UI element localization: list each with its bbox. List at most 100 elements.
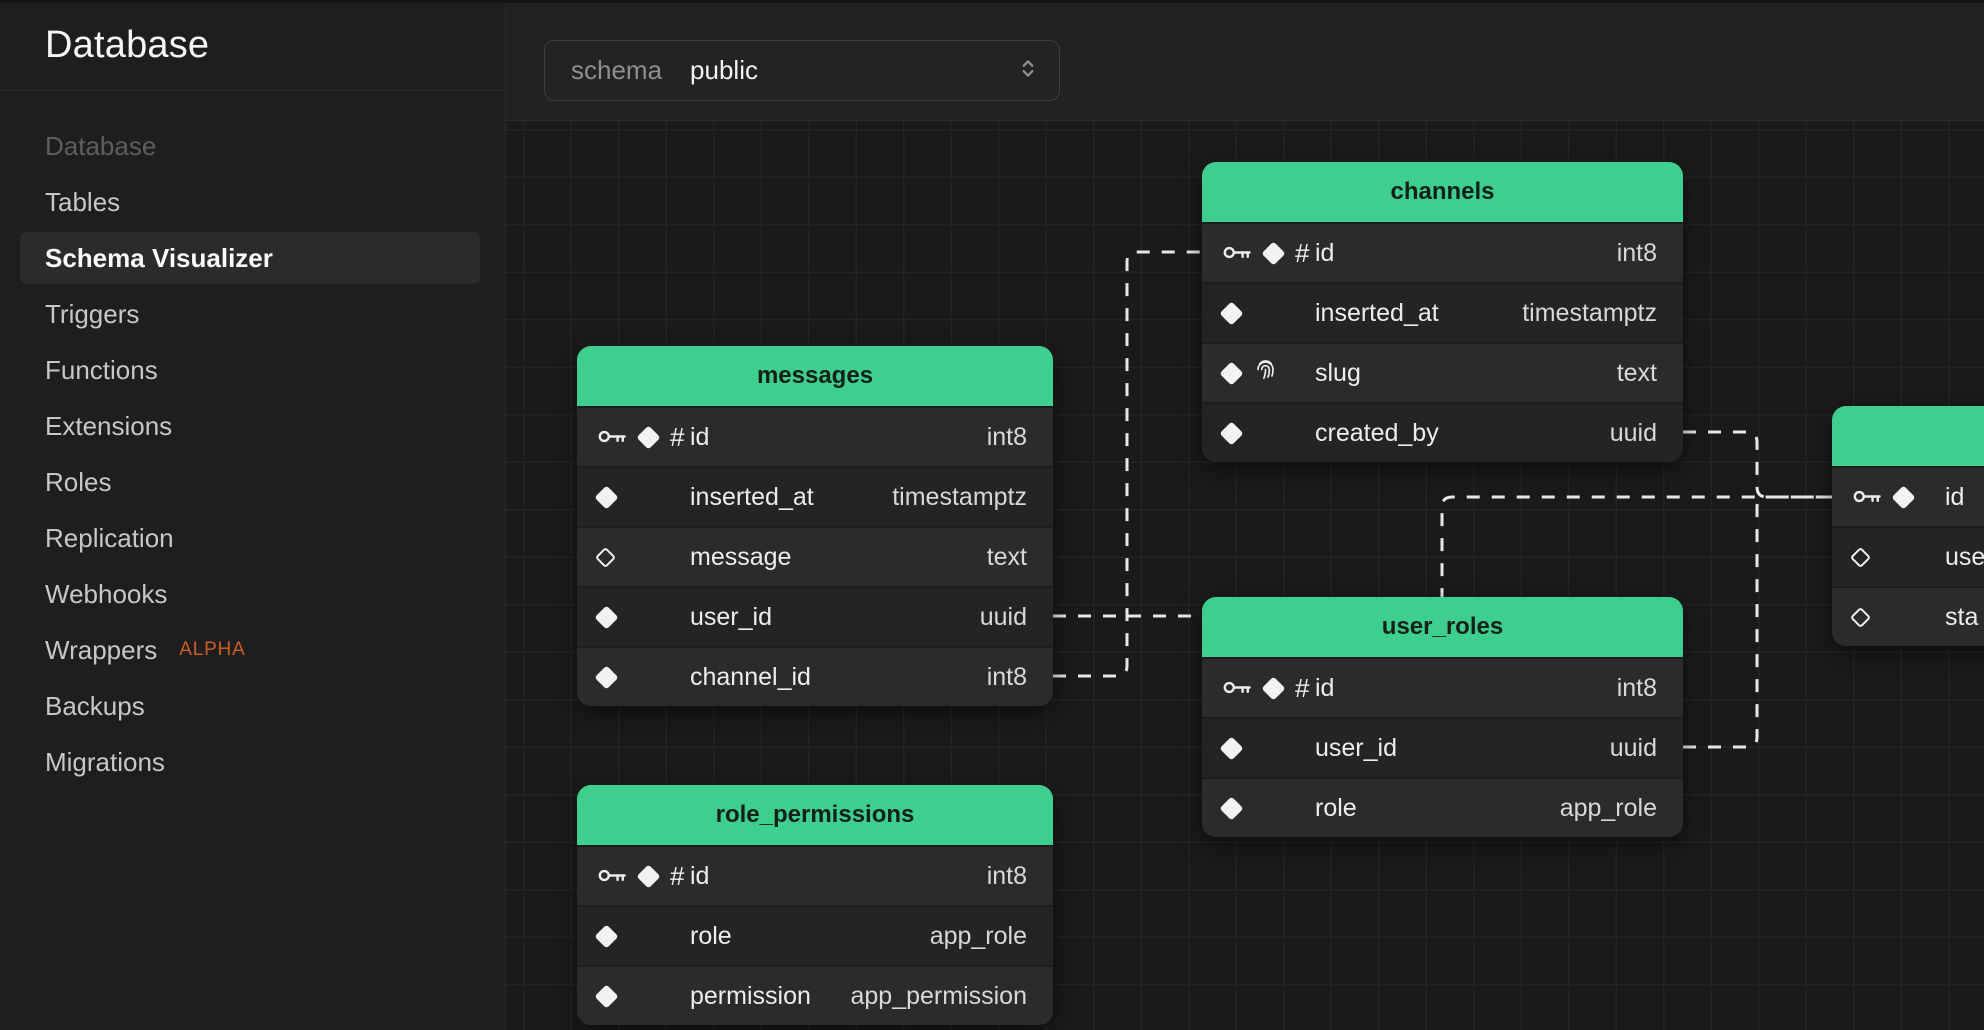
column-name: message (690, 542, 792, 571)
column-name: channel_id (690, 662, 811, 691)
fingerprint-icon (1253, 357, 1278, 389)
column-icons (577, 923, 690, 949)
hash-icon: # (670, 422, 685, 452)
sidebar-item-triggers[interactable]: Triggers (0, 286, 505, 342)
hash-icon: # (1295, 238, 1310, 268)
diamond-filled-icon (1219, 300, 1244, 326)
column-name: user_id (690, 602, 772, 631)
table-title: user_roles (1381, 613, 1504, 640)
diamond-filled-icon (1219, 735, 1244, 761)
column-type: timestamptz (1522, 298, 1657, 327)
table-header[interactable]: messages (577, 346, 1053, 406)
column-icons: # (1202, 674, 1315, 703)
column-icons (1832, 546, 1945, 568)
column-row-user_id: user_id uuid (577, 586, 1053, 646)
column-name: id (1945, 482, 1965, 511)
sidebar-item-backups[interactable]: Backups (0, 678, 505, 734)
column-type: timestamptz (892, 482, 1027, 511)
sidebar-item-label: Triggers (45, 298, 140, 329)
sidebar-item-label: Replication (45, 522, 174, 553)
column-icons (577, 484, 690, 510)
table-header[interactable] (1832, 406, 1984, 466)
sidebar-item-functions[interactable]: Functions (0, 342, 505, 398)
sidebar-item-label: Backups (45, 690, 145, 721)
column-row-sta: sta (1832, 586, 1984, 646)
column-row-id: #id int8 (577, 406, 1053, 466)
key-icon (1223, 674, 1252, 703)
sidebar-item-schema-visualizer[interactable]: Schema Visualizer (0, 230, 505, 286)
column-name: sta (1945, 602, 1979, 631)
sidebar-item-migrations[interactable]: Migrations (0, 734, 505, 790)
key-icon (1853, 483, 1882, 512)
schema-select[interactable]: schema public (544, 40, 1060, 101)
column-type: text (1616, 358, 1657, 387)
column-row-use: use (1832, 526, 1984, 586)
sidebar-item-label: Tables (45, 186, 121, 217)
column-icons (1202, 420, 1315, 446)
column-icons: # (577, 862, 690, 891)
key-icon (598, 862, 627, 891)
sidebar-item-webhooks[interactable]: Webhooks (0, 566, 505, 622)
column-row-inserted_at: inserted_at timestamptz (1202, 282, 1683, 342)
column-type: uuid (979, 602, 1027, 631)
diamond-filled-icon (594, 923, 619, 949)
column-type: uuid (1609, 418, 1657, 447)
sidebar-item-label: Roles (45, 466, 112, 497)
column-name: permission (690, 981, 811, 1010)
table-header[interactable]: user_roles (1202, 597, 1683, 657)
sidebar-item-extensions[interactable]: Extensions (0, 398, 505, 454)
sidebar-item-label: Migrations (45, 746, 165, 777)
column-name: id (690, 861, 710, 890)
sidebar-item-label: Schema Visualizer (45, 242, 273, 273)
column-row-id: id (1832, 466, 1984, 526)
sidebar-item-label: Wrappers (45, 634, 158, 665)
sidebar-item-roles[interactable]: Roles (0, 454, 505, 510)
diamond-filled-icon (636, 863, 661, 889)
diamond-outline-icon (1849, 606, 1872, 628)
sidebar-item-replication[interactable]: Replication (0, 510, 505, 566)
column-type: int8 (986, 422, 1027, 451)
column-name: user_id (1315, 733, 1397, 762)
column-icons: # (577, 423, 690, 452)
column-type: app_role (1559, 793, 1657, 822)
column-name: id (690, 422, 710, 451)
column-icons (577, 546, 690, 568)
column-name: slug (1315, 358, 1361, 387)
column-name: id (1315, 673, 1335, 702)
diamond-filled-icon (594, 484, 619, 510)
diamond-outline-icon (594, 546, 617, 568)
column-type: int8 (1616, 238, 1657, 267)
diamond-filled-icon (1219, 795, 1244, 821)
alpha-badge: ALPHA (179, 639, 246, 660)
column-icons: # (1202, 239, 1315, 268)
schema-select-label: schema (571, 55, 663, 85)
table-title: messages (756, 362, 874, 389)
column-icons (1832, 606, 1945, 628)
column-name: created_by (1315, 418, 1439, 447)
column-name: inserted_at (1315, 298, 1439, 327)
table-header[interactable]: role_permissions (577, 785, 1053, 845)
hash-icon: # (670, 861, 685, 891)
diamond-filled-icon (594, 604, 619, 630)
table-node-users_partial[interactable]: id use sta (1832, 406, 1984, 646)
page-title: Database (0, 0, 505, 91)
sidebar-item-tables[interactable]: Tables (0, 174, 505, 230)
table-header[interactable]: channels (1202, 162, 1683, 222)
column-type: app_role (929, 921, 1027, 950)
hash-icon: # (1295, 673, 1310, 703)
sidebar-item-wrappers[interactable]: Wrappers ALPHA (0, 622, 505, 678)
sidebar-item-database[interactable]: Database (0, 118, 505, 174)
column-icons (1202, 735, 1315, 761)
